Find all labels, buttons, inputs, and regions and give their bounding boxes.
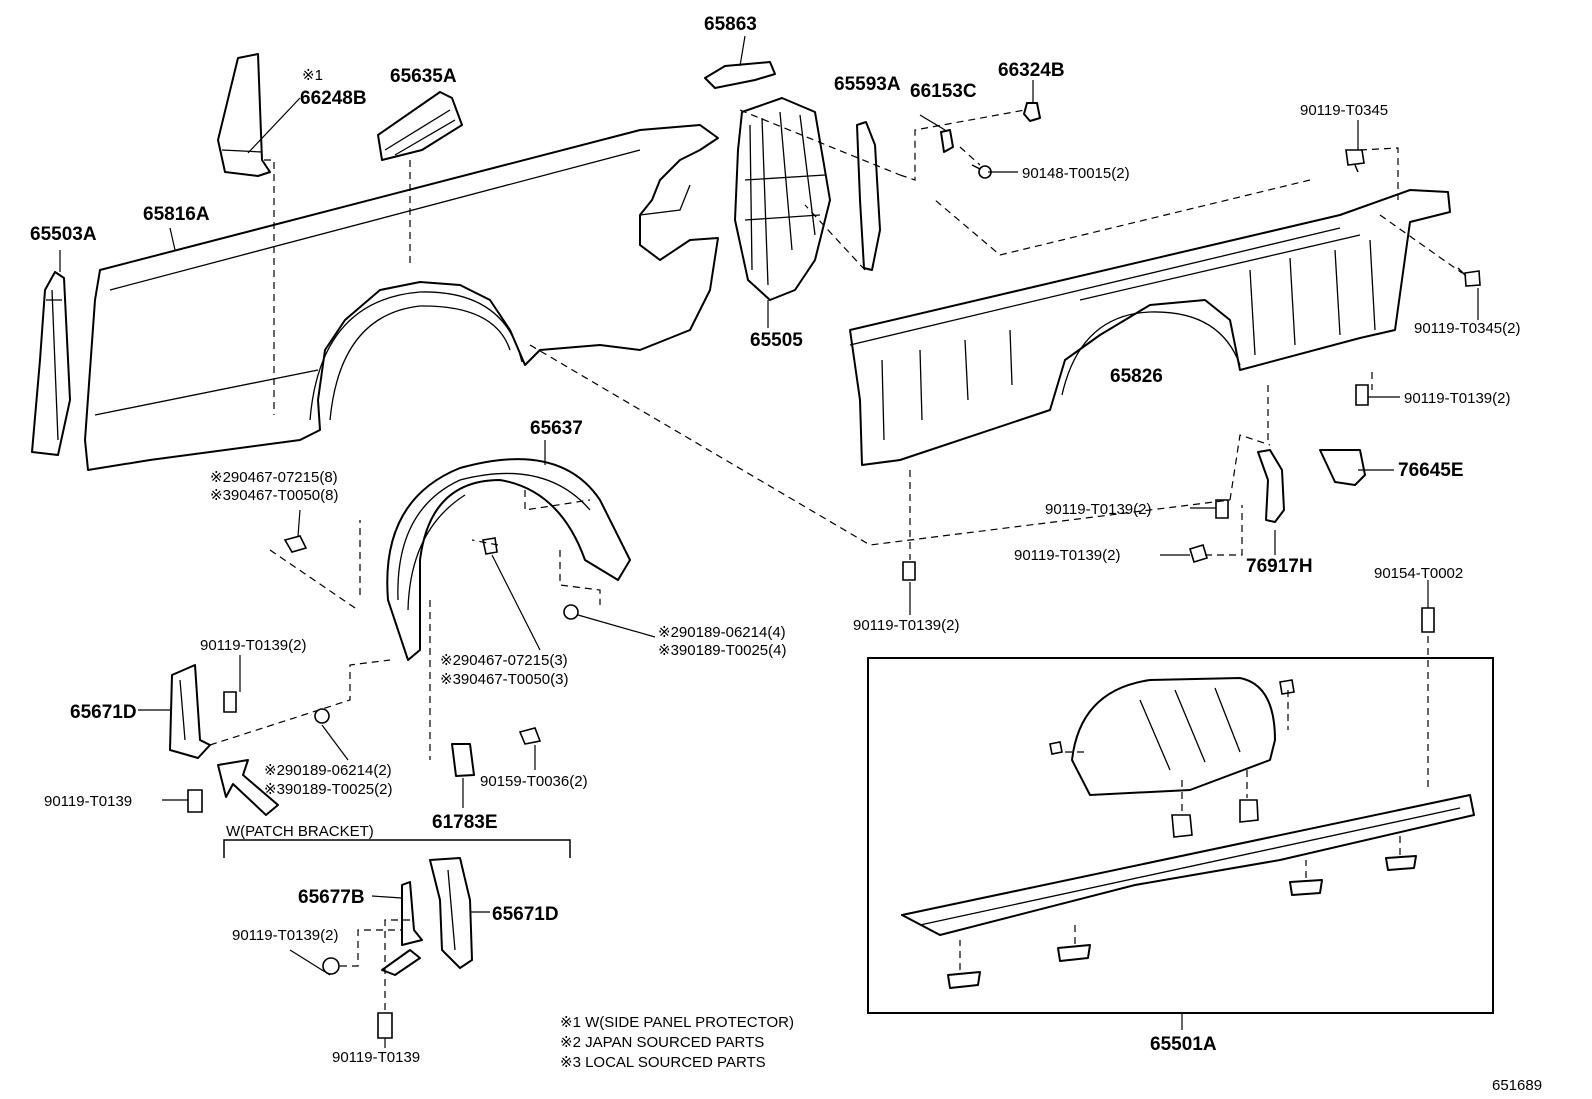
label-90119-t0139-2-left: 90119-T0139(2) [200,637,306,654]
label-66248b-note: ※1 [302,67,323,84]
label-76917h: 76917H [1246,556,1313,577]
label-90119-t0139-patch: 90119-T0139 [332,1049,420,1066]
part-90119-t0139-center[interactable] [902,561,916,581]
label-90189-06214-4: ※290189-06214(4) [658,624,786,641]
label-65505: 65505 [750,330,803,351]
label-90189-06214-2: ※290189-06214(2) [264,762,392,779]
part-patch-plate[interactable] [381,949,421,976]
label-90119-t0139-2-right: 90119-T0139(2) [1404,390,1510,407]
label-90119-t0139-left: 90119-T0139 [44,793,132,810]
label-90119-t0139-2-center: 90119-T0139(2) [853,617,959,634]
label-76645e: 76645E [1398,460,1464,481]
part-90119-t0139-lower-left[interactable] [187,789,203,813]
part-76645e[interactable] [1319,449,1366,486]
label-65863: 65863 [704,14,757,35]
part-90159-t0036[interactable] [518,727,542,745]
reference-lines [59,35,1479,1048]
label-90154-t0002: 90154-T0002 [1374,565,1463,582]
part-90189-06214-liner[interactable] [563,604,579,620]
part-90189-06214-lower[interactable] [314,708,330,724]
label-90159-t0036: 90159-T0036(2) [480,773,588,790]
part-90119-t0345-right[interactable] [1457,267,1481,287]
label-90467-t0050-3: ※390467-T0050(3) [440,671,568,688]
label-90467-t0050-8: ※390467-T0050(8) [210,487,338,504]
part-90119-t0345-top[interactable] [1345,149,1365,173]
label-90467-07215-8: ※290467-07215(8) [210,469,338,486]
part-65863[interactable] [704,61,776,89]
label-65501a: 65501A [1150,1034,1217,1055]
label-90119-t0345: 90119-T0345 [1300,102,1388,119]
part-90467-07215-center[interactable] [482,537,498,555]
bed-floor-frame [867,657,1494,1014]
part-90119-t0139-patch-side[interactable] [322,957,340,975]
label-patch-bracket: W(PATCH BRACKET) [226,823,374,840]
label-diagram-number: 651689 [1492,1077,1542,1094]
label-65637: 65637 [530,418,583,439]
part-65637[interactable] [386,458,631,661]
label-65816a: 65816A [143,204,210,225]
label-90148-t0015: 90148-T0015(2) [1022,165,1130,182]
label-90119-t0345-2: 90119-T0345(2) [1414,320,1520,337]
label-65635a: 65635A [390,66,457,87]
label-65826: 65826 [1110,366,1163,387]
label-65671d-bottom: 65671D [492,904,559,925]
part-90467-07215-upper[interactable] [283,535,308,553]
part-65671d-patch[interactable] [429,857,473,969]
part-66248b[interactable] [217,53,271,177]
part-65826[interactable] [849,189,1451,466]
part-90119-t0139-patch-bottom[interactable] [377,1012,393,1039]
part-65505[interactable] [734,97,831,301]
part-90154-t0002[interactable] [1421,607,1435,633]
direction-arrow-icon [217,759,279,816]
label-66153c: 66153C [910,81,977,102]
part-65635a[interactable] [377,91,463,161]
part-65816a[interactable] [84,124,719,471]
part-90119-t0139-mid2[interactable] [1189,544,1208,563]
part-65501a[interactable] [901,677,1475,989]
label-90119-t0139-2-mid1: 90119-T0139(2) [1045,501,1151,518]
note-1: ※1 W(SIDE PANEL PROTECTOR) [560,1014,794,1031]
part-76917h[interactable] [1257,449,1285,523]
label-90119-t0139-2-patch: 90119-T0139(2) [232,927,338,944]
label-61783e: 61783E [432,812,498,833]
label-90467-07215-3: ※290467-07215(3) [440,652,568,669]
part-65503a[interactable] [31,271,71,456]
label-65671d-top: 65671D [70,702,137,723]
part-90119-t0139-right[interactable] [1355,384,1369,406]
part-66324b[interactable] [1023,102,1041,122]
label-90189-t0025-2: ※390189-T0025(2) [264,781,392,798]
label-90119-t0139-2-mid2: 90119-T0139(2) [1014,547,1120,564]
label-65503a: 65503A [30,224,97,245]
part-65593a[interactable] [856,121,881,271]
label-90189-t0025-4: ※390189-T0025(4) [658,642,786,659]
note-3: ※3 LOCAL SOURCED PARTS [560,1054,766,1071]
part-90119-t0139-mid1[interactable] [1215,499,1229,519]
part-61783e[interactable] [451,743,475,777]
part-90119-t0139-bracket[interactable] [223,691,237,713]
label-65677b: 65677B [298,887,365,908]
part-66153c[interactable] [940,129,954,153]
note-2: ※2 JAPAN SOURCED PARTS [560,1034,764,1051]
part-65671d-top[interactable] [169,664,211,759]
label-65593a: 65593A [834,74,901,95]
label-66248b: 66248B [300,88,367,109]
label-66324b: 66324B [998,60,1065,81]
patch-bracket-group [223,839,571,858]
part-65677b[interactable] [401,881,423,946]
